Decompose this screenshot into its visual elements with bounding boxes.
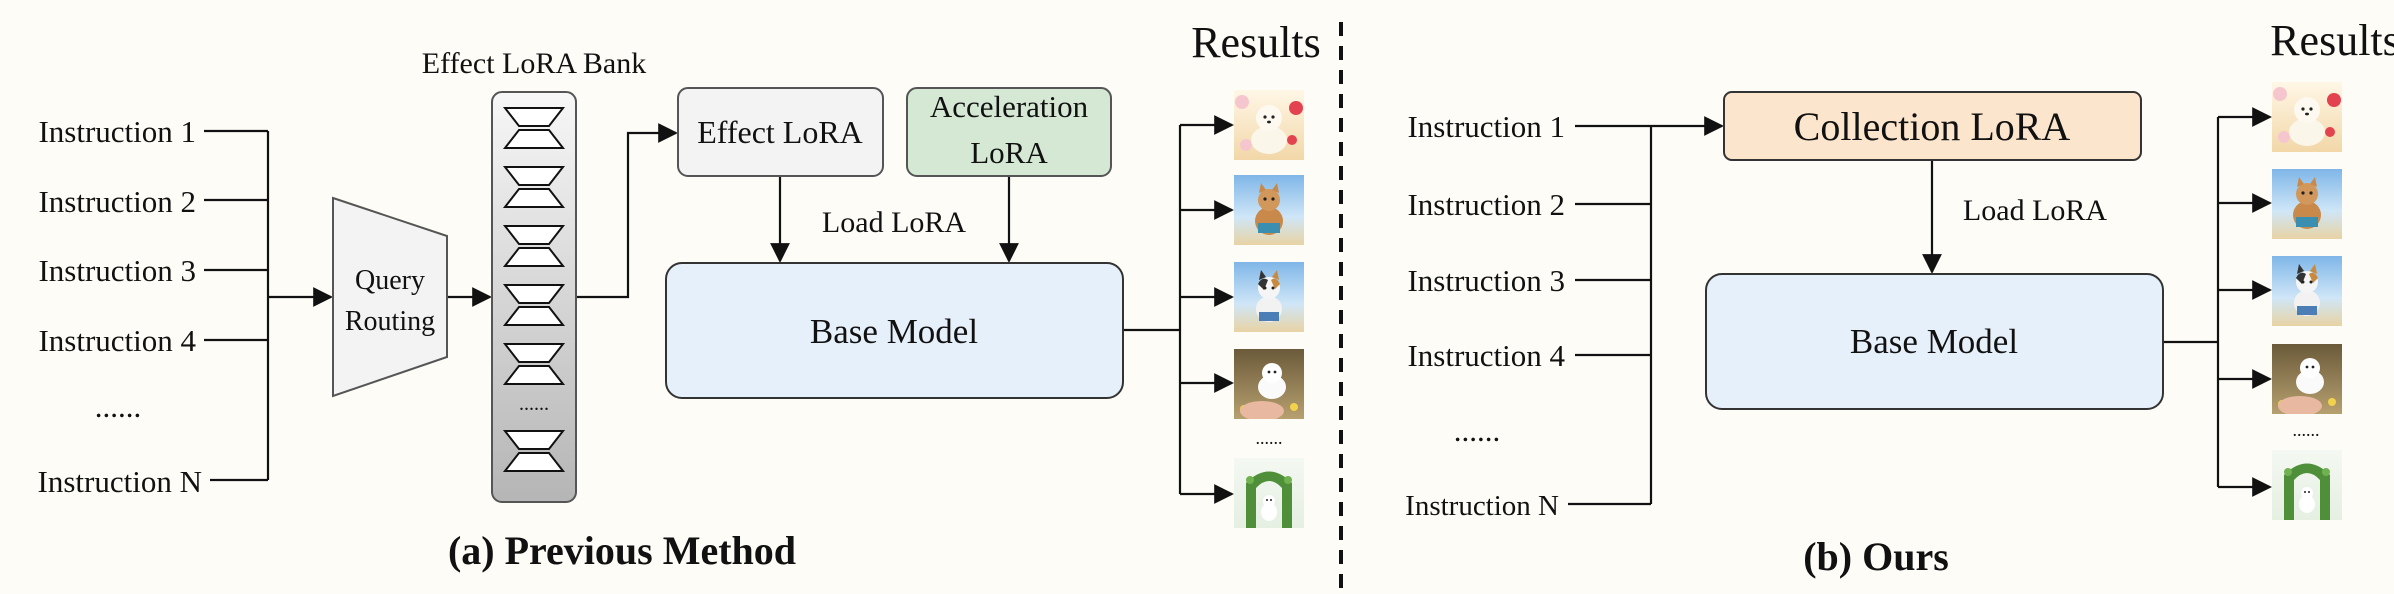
right-output-connectors: [2164, 107, 2272, 497]
left-output-connectors: [1124, 115, 1234, 504]
right-instruction-4: Instruction 4: [1407, 338, 1565, 373]
right-result-cat-image: [2272, 169, 2342, 239]
left-results-title: Results: [1191, 18, 1321, 67]
left-base-model-box: Base Model: [665, 262, 1124, 399]
left-instruction-2: Instruction 2: [38, 184, 196, 219]
right-instruction-connectors: [1568, 116, 1724, 506]
right-instruction-list: Instruction 1 Instruction 2 Instruction …: [1405, 109, 1565, 522]
left-result-arch-image: [1234, 458, 1304, 528]
collection-lora-box: Collection LoRA: [1723, 91, 2142, 161]
right-caption: (b) Ours: [1803, 534, 1949, 579]
effect-lora-box: Effect LoRA: [677, 87, 884, 177]
acceleration-lora-line2: LoRA: [970, 135, 1048, 170]
right-base-model-label: Base Model: [1850, 322, 2018, 361]
query-routing-line2: Routing: [345, 306, 435, 337]
left-instruction-connectors: [204, 129, 333, 482]
right-result-calico-image: [2272, 256, 2342, 326]
right-result-meadow-image: [2272, 344, 2342, 414]
right-instruction-n: Instruction N: [1405, 490, 1559, 522]
ours-panel: Instruction 1 Instruction 2 Instruction …: [1405, 16, 2394, 579]
left-instruction-n: Instruction N: [38, 464, 202, 499]
right-results-title: Results: [2270, 16, 2394, 65]
left-caption: (a) Previous Method: [448, 528, 796, 573]
left-instruction-3: Instruction 3: [38, 253, 196, 288]
right-results-ellipsis: ......: [2293, 420, 2320, 440]
effect-lora-label: Effect LoRA: [697, 114, 863, 150]
bank-to-effect-arrow: [577, 123, 678, 299]
left-results-ellipsis: ......: [1256, 428, 1283, 448]
right-instruction-2: Instruction 2: [1407, 187, 1565, 222]
left-result-dog-image: [1234, 90, 1304, 160]
acceleration-lora-box: Acceleration LoRA: [906, 87, 1112, 177]
right-base-model-box: Base Model: [1705, 273, 2164, 410]
left-result-thumbnails: [1234, 90, 1304, 528]
bank-ellipsis: ......: [519, 393, 549, 415]
left-instruction-4: Instruction 4: [38, 323, 196, 358]
right-result-thumbnails: [2272, 82, 2342, 520]
left-instruction-ellipsis: ......: [95, 389, 142, 424]
right-instruction-1: Instruction 1: [1407, 109, 1565, 144]
left-result-calico-image: [1234, 262, 1304, 332]
acceleration-lora-line1: Acceleration: [930, 89, 1089, 124]
right-load-lora-label: Load LoRA: [1963, 194, 2107, 227]
right-result-arch-image: [2272, 450, 2342, 520]
left-result-meadow-image: [1234, 349, 1304, 419]
right-instruction-3: Instruction 3: [1407, 263, 1565, 298]
left-base-model-label: Base Model: [810, 312, 978, 351]
right-instruction-ellipsis: ......: [1454, 413, 1501, 448]
left-instruction-list: Instruction 1 Instruction 2 Instruction …: [38, 114, 202, 499]
collection-lora-label: Collection LoRA: [1794, 104, 2071, 149]
query-routing-line1: Query: [355, 265, 425, 296]
query-routing-block: Query Routing: [332, 196, 448, 398]
left-instruction-1: Instruction 1: [38, 114, 196, 149]
effect-lora-bank-title: Effect LoRA Bank: [422, 47, 646, 80]
left-load-lora-label: Load LoRA: [822, 206, 966, 239]
left-result-cat-image: [1234, 175, 1304, 245]
right-result-dog-image: [2272, 82, 2342, 152]
previous-method-panel: Instruction 1 Instruction 2 Instruction …: [38, 18, 1321, 573]
effect-lora-bank: ......: [491, 91, 577, 503]
bank-lora-icons: [502, 107, 566, 472]
